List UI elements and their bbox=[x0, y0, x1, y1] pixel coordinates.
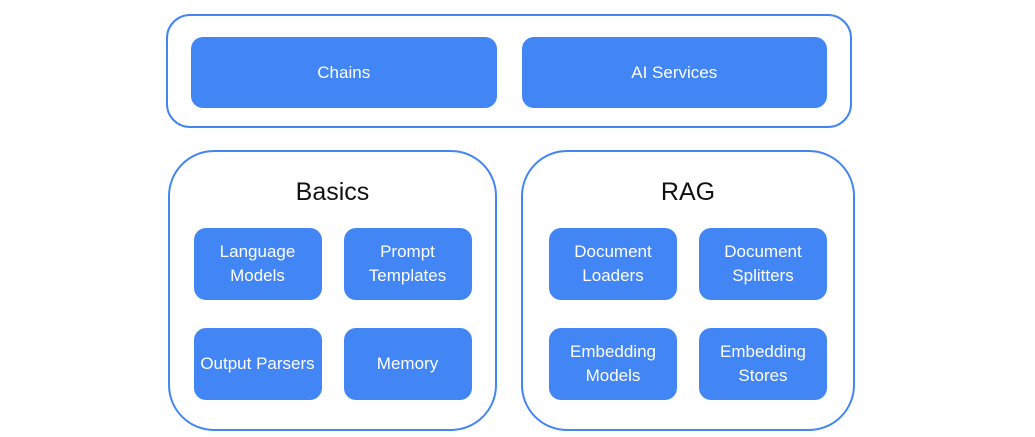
node-ai-services: AI Services bbox=[521, 37, 827, 108]
node-document-splitters: Document Splitters bbox=[699, 228, 827, 300]
basics-group-title: Basics bbox=[295, 178, 370, 206]
node-embedding-models: Embedding Models bbox=[549, 328, 677, 400]
rag-node-grid: Document Loaders Document Splitters Embe… bbox=[523, 228, 853, 400]
top-level-group: Chains AI Services bbox=[166, 14, 852, 128]
node-memory: Memory bbox=[343, 328, 472, 400]
node-chains: Chains bbox=[191, 37, 497, 108]
rag-group: RAG Document Loaders Document Splitters … bbox=[521, 150, 855, 431]
node-language-models: Language Models bbox=[193, 228, 322, 300]
node-prompt-templates: Prompt Templates bbox=[343, 228, 472, 300]
node-output-parsers: Output Parsers bbox=[193, 328, 322, 400]
rag-group-title: RAG bbox=[660, 178, 716, 206]
node-document-loaders: Document Loaders bbox=[549, 228, 677, 300]
basics-group: Basics Language Models Prompt Templates … bbox=[168, 150, 497, 431]
basics-node-grid: Language Models Prompt Templates Output … bbox=[170, 228, 495, 400]
node-embedding-stores: Embedding Stores bbox=[699, 328, 827, 400]
